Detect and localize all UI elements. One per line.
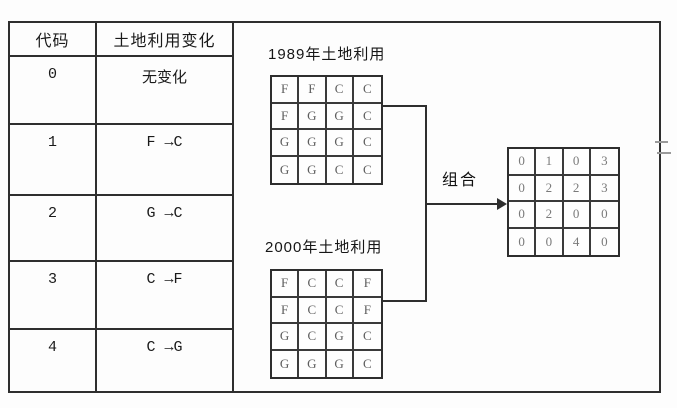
grid-cell: 0 [509,149,537,176]
grid-title-1989: 1989年土地利用 [268,46,386,63]
grid-cell: G [326,324,354,351]
code-table: 代码 土地利用变化 0 无变化 1 F →C 2 G →C 3 C →F 4 C… [8,21,234,393]
result-grid: 0 1 0 3 0 2 2 3 0 2 0 0 0 0 4 0 [507,147,620,257]
scan-mark [655,141,668,143]
grid-cell: C [363,161,372,177]
grid-cell: 3 [590,149,618,176]
grid-cell: G [272,350,300,377]
grid-cell: 0 [563,202,591,229]
scan-mark [657,152,671,154]
grid-cell: F [272,103,300,130]
grid-cell: G [299,103,327,130]
grid-cell: C [299,324,327,351]
grid-cell: 0 [509,202,537,229]
change-cell: 无变化 [97,57,232,125]
grid-cell: C [326,271,354,298]
grid-cell: G [299,350,327,377]
combine-arrowhead-icon [497,198,507,210]
grid-cell: 0 [590,202,618,229]
combine-arrow-shaft [426,203,499,205]
code-cell: 0 [10,57,97,125]
grid-cell: F [353,271,381,298]
grid-cell: 2 [536,202,564,229]
grid-cell: C [299,271,327,298]
grid-cell: F [272,77,300,104]
code-cell: 2 [10,196,97,262]
change-cell: C →F [97,262,232,330]
code-cell: 4 [10,330,97,391]
grid-cell: C [363,355,372,371]
grid-cell: G [299,130,327,157]
grid-cell: C [353,77,381,104]
code-cell: 3 [10,262,97,330]
grid-cell: C [326,297,354,324]
grid-cell: 4 [564,228,591,255]
grid-cell: F [353,298,381,324]
change-cell: G →C [97,196,232,262]
connector-line-bottom [382,300,426,302]
grid-cell: F [272,297,300,324]
grid-cell: F [299,77,327,104]
grid-cell: C [299,297,327,324]
combine-label: 组合 [442,172,479,189]
grid-cell: 3 [590,176,618,202]
grid-cell: G [299,156,327,183]
grid-cell: 0 [536,228,564,255]
grid-cell: C [353,130,381,157]
table-header-change: 土地利用变化 [97,23,232,57]
grid-cell: G [272,130,300,157]
table-header-code: 代码 [10,23,97,57]
code-cell: 1 [10,125,97,196]
grid-cell: C [327,156,354,183]
grid-cell: C [326,77,354,104]
grid-cell: C [353,104,381,130]
grid-cell: 1 [536,149,564,176]
grid-cell: G [272,156,300,183]
grid-cell: 0 [601,233,608,249]
grid-cell: 2 [563,175,591,202]
grid-cell: 2 [536,175,564,202]
grid-cell: 0 [509,228,537,255]
grid-cell: C [353,324,381,351]
change-cell: F →C [97,125,232,196]
grid-cell: G [326,103,354,130]
change-cell: C →G [146,339,183,356]
grid-2000: F C C F F C C F G C G C G G G C [270,269,383,379]
grid-1989: F F C C F G G C G G G C G G C C [270,75,383,185]
grid-title-2000: 2000年土地利用 [265,239,383,256]
grid-cell: G [326,130,354,157]
grid-cell: G [327,350,354,377]
grid-cell: 0 [563,149,591,176]
connector-line-top [382,105,426,107]
grid-cell: G [272,324,300,351]
grid-cell: 0 [509,175,537,202]
grid-cell: F [272,271,300,298]
